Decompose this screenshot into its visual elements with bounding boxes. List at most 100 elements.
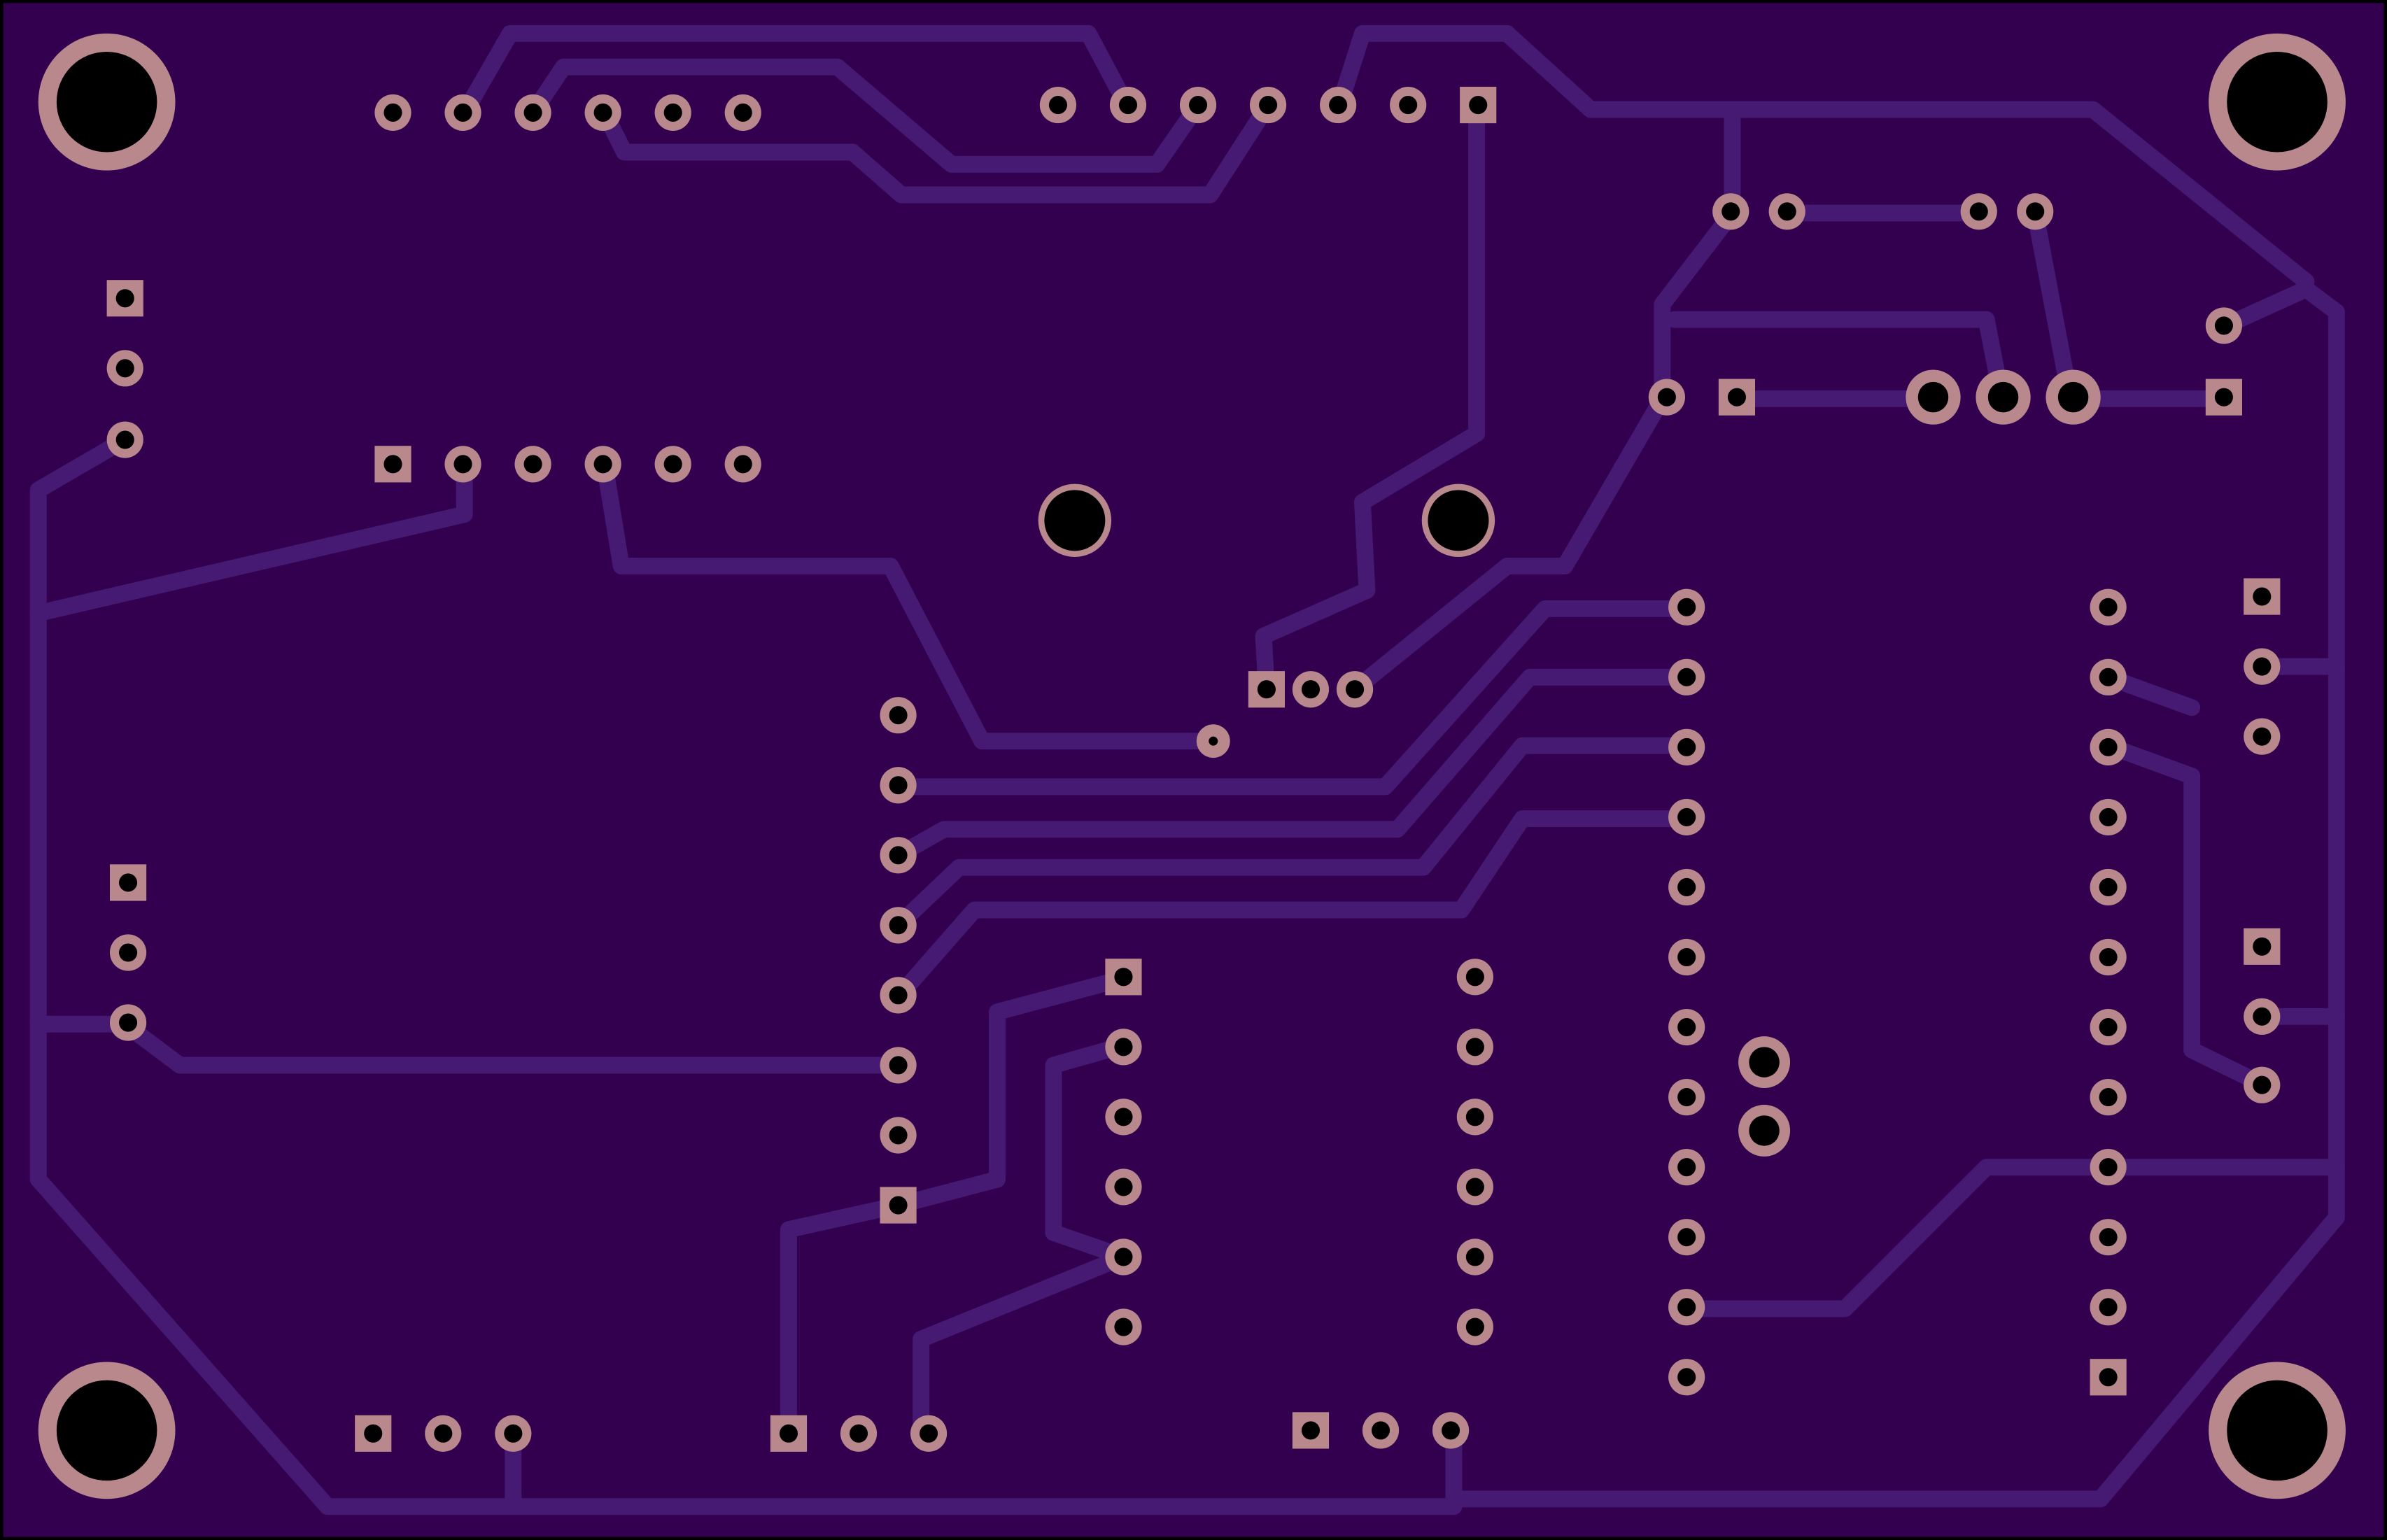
round-pad-icon (1668, 588, 1705, 626)
round-pad-icon (880, 1047, 917, 1084)
round-pad-icon (1039, 86, 1077, 124)
round-pad-icon (1976, 369, 2031, 425)
round-pad-icon (880, 767, 917, 804)
round-pad-icon (1668, 798, 1705, 836)
round-pad-icon (514, 446, 551, 483)
round-pad-icon (444, 94, 481, 132)
square-pad-icon (1105, 959, 1142, 996)
mounting-hole-icon (38, 33, 176, 171)
round-pad-icon (1668, 1219, 1705, 1256)
round-pad-icon (1432, 1412, 1470, 1449)
round-pad-icon (584, 446, 621, 483)
round-pad-icon (2244, 718, 2281, 755)
round-pad-icon (2090, 1219, 2127, 1256)
trace (780, 1196, 907, 1442)
round-pad-icon (2090, 868, 2127, 906)
round-pad-icon (584, 94, 621, 132)
square-pad-icon (1292, 1412, 1330, 1449)
round-pad-icon (1292, 671, 1330, 708)
trace (596, 97, 1277, 204)
round-pad-icon (1456, 1099, 1493, 1136)
round-pad-icon (495, 1415, 532, 1452)
square-pad-icon (1248, 671, 1285, 708)
square-pad-icon (2205, 379, 2243, 416)
round-pad-icon (2090, 588, 2127, 626)
round-pad-icon (2090, 728, 2127, 765)
round-pad-icon (840, 1415, 878, 1452)
trace (29, 432, 1463, 1516)
square-pad-icon (1460, 86, 1497, 124)
square-pad-icon (770, 1415, 808, 1452)
square-pad-icon (2244, 578, 2281, 615)
round-pad-icon (880, 697, 917, 734)
round-pad-icon (1456, 1029, 1493, 1066)
round-pad-icon (1668, 1359, 1705, 1396)
square-pad-icon (355, 1415, 392, 1452)
mounting-hole-icon (2209, 33, 2346, 171)
round-pad-icon (2205, 307, 2243, 344)
round-pad-icon (880, 907, 917, 944)
round-pad-icon (880, 1117, 917, 1154)
round-pad-icon (1456, 1168, 1493, 1206)
round-pad-icon (654, 446, 691, 483)
round-pad-icon (2090, 1149, 2127, 1186)
square-pad-icon (1718, 379, 1756, 416)
round-pad-icon (724, 94, 761, 132)
round-pad-icon (1105, 1168, 1142, 1206)
trace (1678, 1159, 2345, 1318)
round-pad-icon (724, 446, 761, 483)
round-pad-icon (2017, 193, 2054, 230)
round-pad-icon (1668, 868, 1705, 906)
square-pad-icon (2244, 928, 2281, 965)
round-pad-icon (1390, 86, 1427, 124)
round-pad-icon (2090, 938, 2127, 976)
round-pad-icon (2090, 1008, 2127, 1046)
via-icon (1196, 724, 1230, 758)
trace (889, 810, 1696, 1005)
round-pad-icon (910, 1415, 948, 1452)
mounting-hole-icon (1421, 483, 1495, 558)
trace (889, 600, 1696, 796)
round-pad-icon (2046, 369, 2101, 425)
round-pad-icon (880, 837, 917, 874)
round-pad-icon (1456, 1308, 1493, 1345)
round-pad-icon (2244, 998, 2281, 1035)
round-pad-icon (1179, 86, 1217, 124)
round-pad-icon (1362, 1412, 1400, 1449)
round-pad-icon (1105, 1308, 1142, 1345)
round-pad-icon (1668, 1079, 1705, 1116)
round-pad-icon (1336, 671, 1374, 708)
round-pad-icon (1249, 86, 1287, 124)
round-pad-icon (1738, 1036, 1791, 1089)
round-pad-icon (1320, 86, 1357, 124)
round-pad-icon (106, 421, 143, 458)
round-pad-icon (1668, 1149, 1705, 1186)
round-pad-icon (514, 94, 551, 132)
trace (596, 455, 1222, 750)
round-pad-icon (1105, 1029, 1142, 1066)
component-pads (38, 33, 2346, 1499)
round-pad-icon (2090, 1079, 2127, 1116)
round-pad-icon (1668, 1008, 1705, 1046)
round-pad-icon (1109, 86, 1147, 124)
square-pad-icon (880, 1187, 917, 1224)
round-pad-icon (1456, 1238, 1493, 1276)
round-pad-icon (425, 1415, 462, 1452)
square-pad-icon (2090, 1359, 2127, 1396)
trace (1331, 24, 2315, 290)
round-pad-icon (1738, 1104, 1791, 1157)
mounting-hole-icon (1038, 483, 1112, 558)
round-pad-icon (2090, 1289, 2127, 1326)
trace (1255, 97, 1485, 698)
round-pad-icon (1668, 658, 1705, 695)
round-pad-icon (374, 94, 411, 132)
square-pad-icon (374, 446, 411, 483)
round-pad-icon (1712, 193, 1749, 230)
round-pad-icon (1668, 938, 1705, 976)
round-pad-icon (1960, 193, 1997, 230)
round-pad-icon (1648, 379, 1685, 416)
trace (889, 737, 1696, 934)
round-pad-icon (1668, 728, 1705, 765)
